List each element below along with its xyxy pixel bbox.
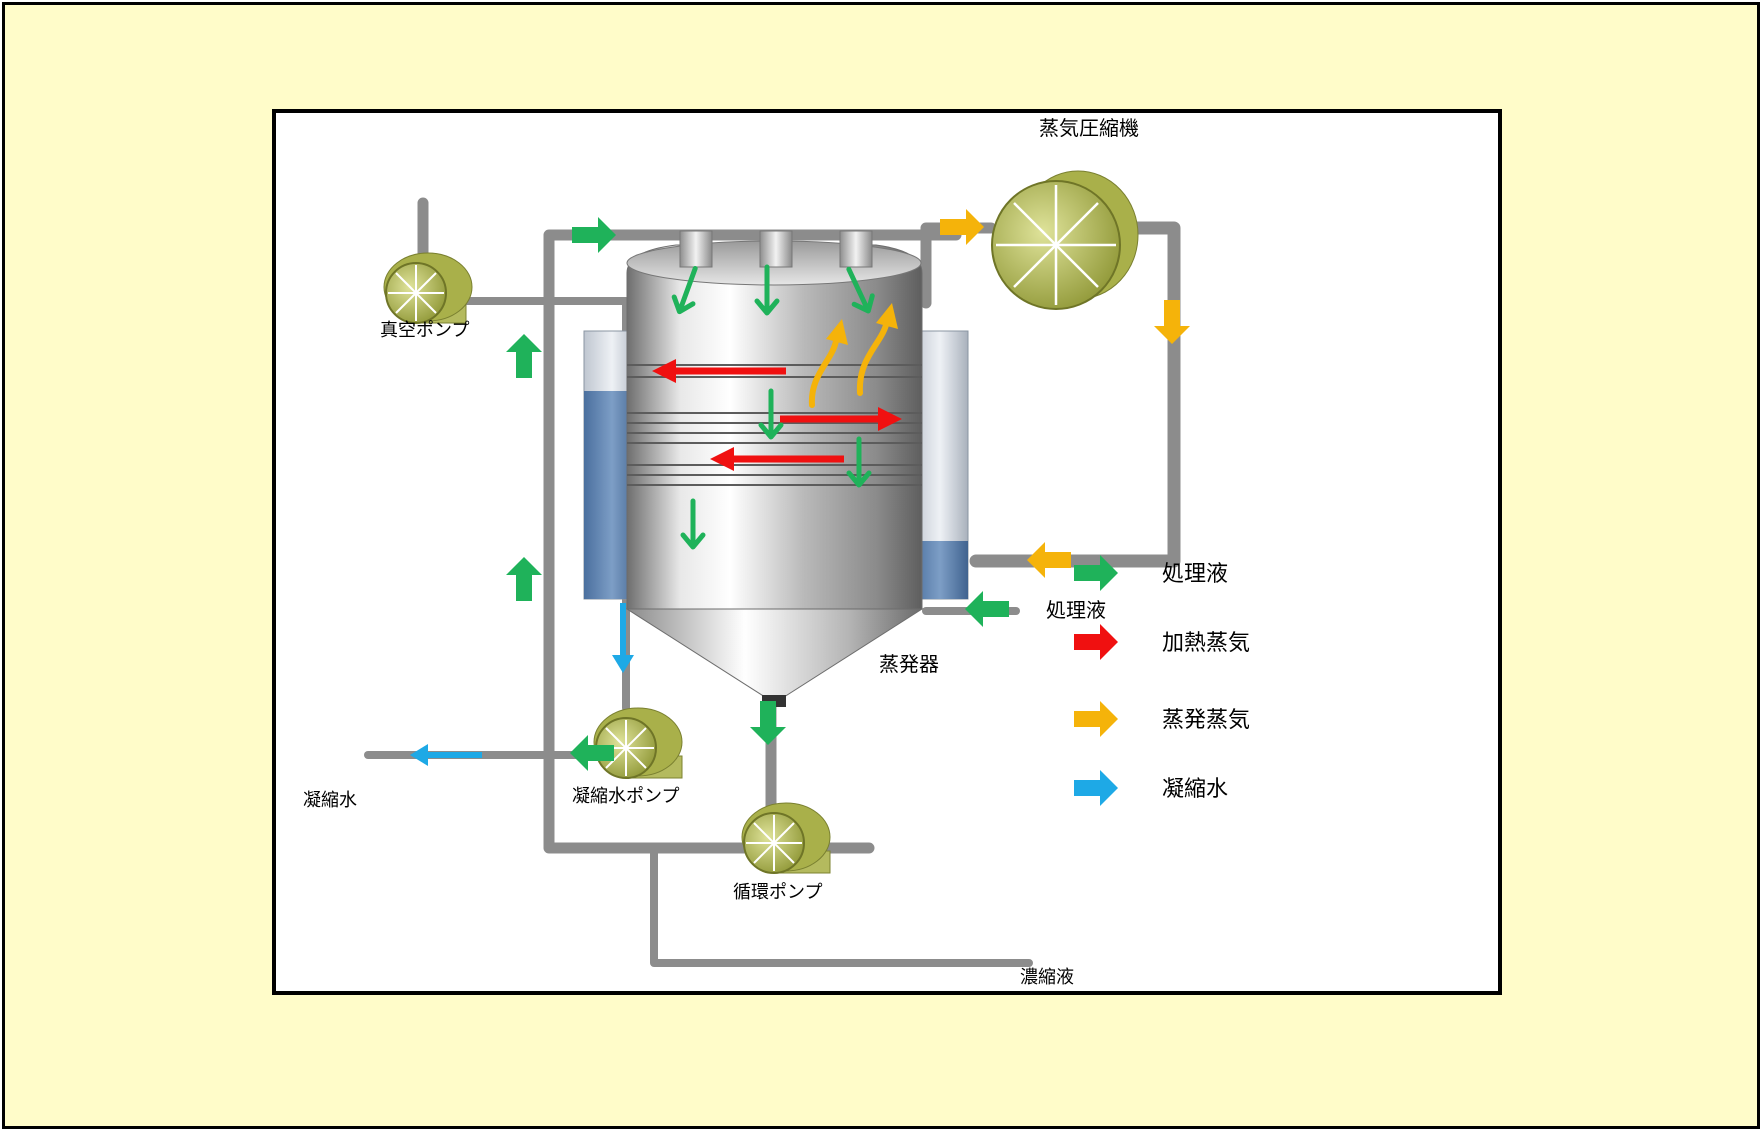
- pipes: [364, 197, 1181, 967]
- spray-nozzle-3: [839, 230, 873, 268]
- heating-steam-arrows: [652, 359, 902, 471]
- label-circulation-pump: 循環ポンプ: [733, 882, 822, 903]
- evaporator-cone: [625, 608, 924, 698]
- label-condensate-pump: 凝縮水ポンプ: [572, 786, 679, 807]
- legend-label: 処理液: [1162, 562, 1228, 587]
- vacuum-pump: [383, 252, 473, 324]
- label-evaporator: 蒸発器: [879, 652, 939, 676]
- label-concentrate: 濃縮液: [1020, 967, 1074, 988]
- legend-label: 蒸発蒸気: [1162, 708, 1250, 733]
- legend-arrow-icon: [1074, 624, 1118, 660]
- spray-nozzle-2: [759, 230, 793, 268]
- diagram-panel: 蒸気圧縮機 真空ポンプ 蒸発器 処理液 凝縮水 凝縮水ポンプ 循環ポンプ 濃縮液…: [272, 109, 1502, 995]
- compressed-vapor-pipe: [969, 221, 1181, 568]
- circulation-return-pipe: [543, 229, 962, 854]
- label-feed-liquid: 処理液: [1046, 598, 1106, 622]
- condensate-arrows: [410, 603, 634, 766]
- legend-label: 加熱蒸気: [1162, 631, 1250, 656]
- legend-item: 加熱蒸気: [1074, 624, 1250, 660]
- vapor-flow-arrows: [808, 209, 1190, 578]
- evaporator-shell: [626, 244, 923, 610]
- circulation-pump: [741, 802, 831, 874]
- legend-arrow-icon: [1074, 555, 1118, 591]
- legend-label: 凝縮水: [1162, 777, 1228, 802]
- legend-item: 蒸発蒸気: [1074, 701, 1250, 737]
- legend-arrow-icon: [1074, 770, 1118, 806]
- legend-item: 凝縮水: [1074, 770, 1228, 806]
- compressor-icon: [991, 170, 1139, 310]
- concentrate-out-pipe: [650, 844, 1033, 967]
- evaporator-vessel: [583, 230, 969, 707]
- spray-nozzle-1: [679, 230, 713, 268]
- process-diagram: 蒸気圧縮機 真空ポンプ 蒸発器 処理液 凝縮水 凝縮水ポンプ 循環ポンプ 濃縮液…: [303, 116, 1250, 988]
- label-vacuum-pump: 真空ポンプ: [380, 320, 469, 341]
- label-condensate: 凝縮水: [303, 790, 357, 811]
- label-vapor-compressor: 蒸気圧縮機: [1039, 116, 1139, 140]
- condensate-pump: [593, 707, 683, 779]
- legend-item: 処理液: [1074, 555, 1228, 591]
- legend-arrow-icon: [1074, 701, 1118, 737]
